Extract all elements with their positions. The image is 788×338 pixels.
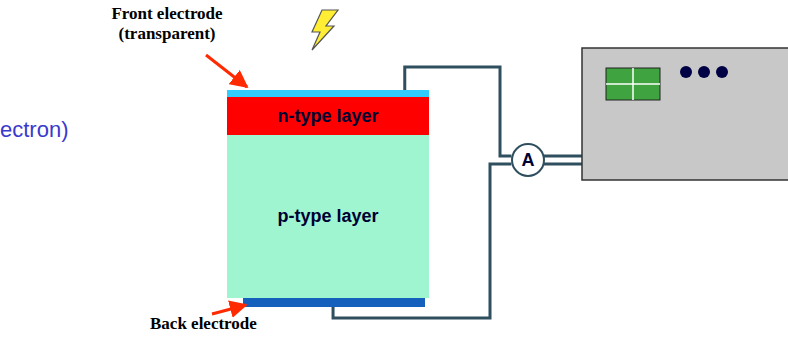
layer-name: p-type layer <box>277 206 378 227</box>
part-label: Back electrode <box>150 314 257 334</box>
layer-box: n-type layer <box>227 97 429 135</box>
wire <box>544 155 582 158</box>
leader-arrow <box>206 55 247 87</box>
back-electrode <box>243 298 425 307</box>
wire <box>544 163 582 166</box>
heading-fragment: ectron) <box>0 117 68 143</box>
front-electrode <box>227 90 429 97</box>
layer-box: p-type layer <box>227 135 429 298</box>
part-label: Front electrode (transparent) <box>92 4 242 45</box>
ammeter-circle: A <box>511 143 545 177</box>
leader-arrow <box>212 305 246 314</box>
lightning-symbol <box>312 10 338 50</box>
meter-symbol-letter: A <box>522 150 535 171</box>
layer-name: n-type layer <box>277 106 378 127</box>
meter <box>582 48 788 180</box>
